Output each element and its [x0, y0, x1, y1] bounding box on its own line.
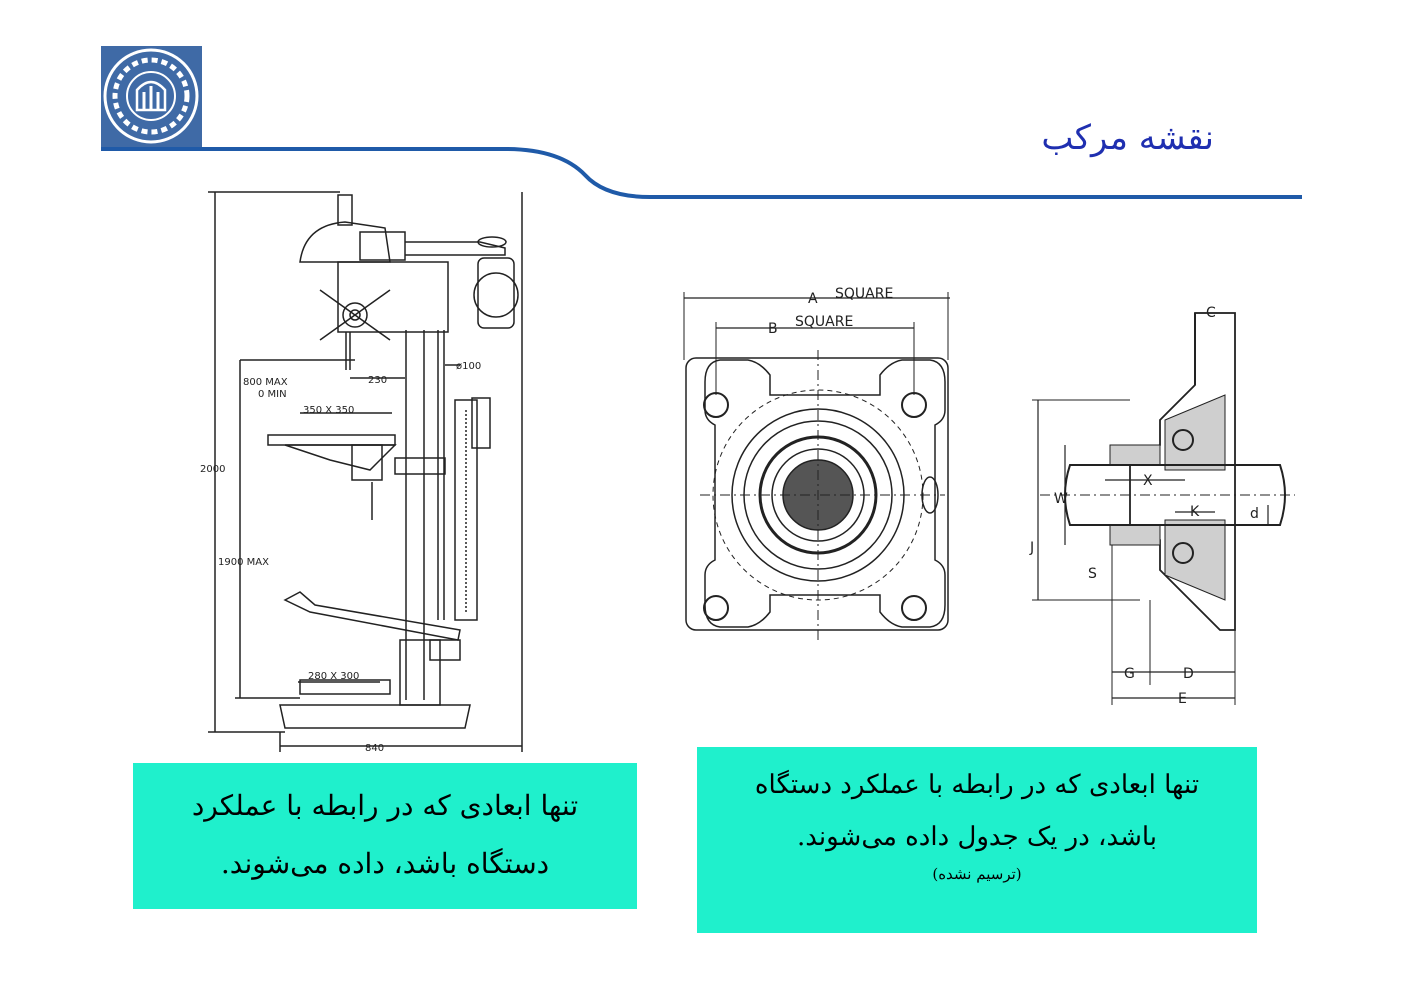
left-note-line-1: تنها ابعادی که در رابطه با عملکرد [191, 789, 579, 822]
dim-dd-label: D [1183, 666, 1194, 682]
right-note-caption: (ترسیم نشده) [932, 865, 1022, 883]
dim-a-label: A [808, 291, 818, 307]
left-note-box: تنها ابعادی که در رابطه با عملکرد دستگاه… [133, 763, 637, 909]
dim-g-label: G [1124, 666, 1135, 682]
dim-width-label: 840 [365, 743, 384, 754]
dim-x-label: X [1143, 473, 1153, 489]
dim-w-label: W [1054, 491, 1068, 507]
gear-emblem-icon [103, 48, 199, 144]
bearing-side-view [1032, 312, 1295, 705]
dim-d-label: d [1250, 506, 1259, 522]
dim-reach-label: 230 [368, 375, 387, 386]
dim-diameter-label: ø100 [456, 361, 481, 372]
right-note-line-1: تنها ابعادی که در رابطه با عملکرد دستگاه [754, 770, 1200, 800]
bearing-front-view [683, 292, 950, 640]
dim-k-label: K [1190, 504, 1200, 520]
right-note-box: تنها ابعادی که در رابطه با عملکرد دستگاه… [697, 747, 1257, 933]
left-note-line-2: دستگاه باشد، داده می‌شوند. [220, 847, 550, 880]
dim-c-label: C [1206, 305, 1216, 321]
dim-s-label: S [1088, 566, 1097, 582]
dim-travel-label: 800 MAX [243, 377, 288, 388]
dim-height-label: 2000 [200, 464, 225, 475]
page-title: نقشه مرکب [1041, 118, 1214, 158]
header-divider [101, 147, 1302, 199]
dim-j-label: J [1029, 540, 1034, 556]
dim-base-label: 280 X 300 [308, 671, 359, 682]
right-note-line-2: باشد، در یک جدول داده می‌شوند. [796, 822, 1158, 852]
dim-table-label: 350 X 350 [303, 405, 354, 416]
dim-a-note: SQUARE [835, 286, 893, 302]
dim-floor-label: 1900 MAX [218, 557, 269, 568]
dim-b-note: SQUARE [795, 314, 853, 330]
dim-b-label: B [768, 321, 778, 337]
dim-e-label: E [1178, 691, 1187, 707]
dim-min-label: 0 MIN [258, 389, 287, 400]
drill-press-drawing [208, 191, 523, 752]
university-logo [101, 46, 202, 147]
